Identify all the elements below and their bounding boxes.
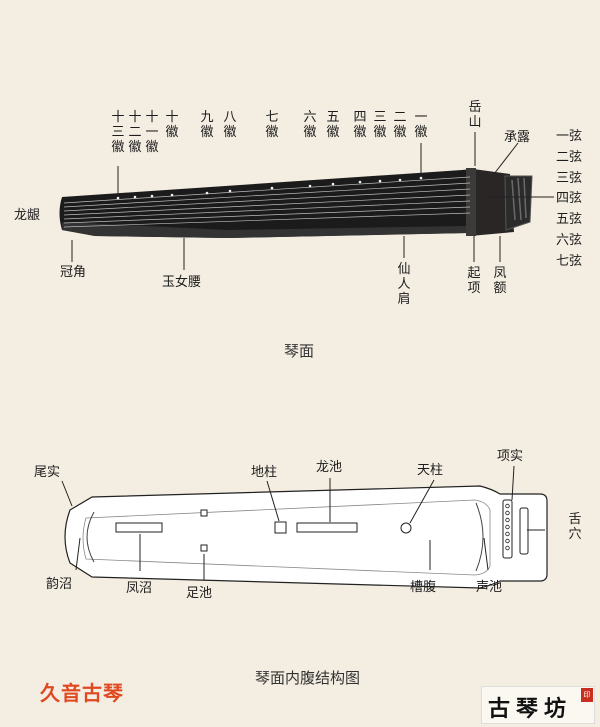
zuchi-label: 足池	[186, 586, 213, 601]
hui-label-6: 六徽	[303, 110, 317, 140]
top-caption: 琴面	[284, 342, 315, 360]
bottom-caption: 琴面内腹结构图	[255, 669, 361, 687]
string-label-2: 二弦	[556, 150, 583, 165]
qin-body-shade	[62, 222, 470, 238]
string-label-4: 四弦	[556, 191, 583, 206]
string-label-6: 六弦	[556, 233, 583, 248]
hui-label-3: 三徽	[373, 110, 387, 140]
string-label-1: 一弦	[556, 129, 583, 144]
tianzhu-label: 天柱	[417, 463, 444, 478]
hui-label-5: 五徽	[326, 110, 340, 140]
hui-label-9: 九徽	[200, 110, 214, 140]
hui-label-10: 十徽	[165, 110, 179, 140]
shengchi-label: 声池	[476, 580, 503, 595]
hui-label-1: 一徽	[414, 110, 428, 140]
guanjiao-label: 冠角	[60, 265, 87, 280]
caofu-label: 槽腹	[410, 580, 437, 595]
xiangshi-label: 项实	[497, 449, 524, 464]
hui-label-7: 七徽	[265, 110, 279, 140]
yueshan-label: 岳山	[468, 100, 482, 130]
hui-label-12: 十二徽	[128, 110, 142, 155]
xianrenjian-label: 仙人肩	[397, 262, 411, 307]
hui-label-11: 十一徽	[145, 110, 159, 155]
qixiang-label: 起项	[467, 266, 481, 296]
qin-head	[466, 168, 514, 236]
yunvyao-label: 玉女腰	[162, 275, 202, 290]
yunzhao-label: 韵沼	[46, 577, 73, 592]
stamp-text: 古琴坊	[488, 696, 573, 722]
longyin-label: 龙龈	[14, 208, 41, 223]
hui-label-2: 二徽	[393, 110, 407, 140]
yueshan-ridge	[466, 168, 476, 236]
brand-logo: 久音古琴	[40, 681, 124, 705]
dizhu-label: 地柱	[251, 465, 278, 480]
chenglu-label: 承露	[504, 130, 531, 145]
string-label-5: 五弦	[556, 212, 583, 227]
shexue-label: 舌穴	[568, 512, 582, 542]
hui-label-8: 八徽	[223, 110, 237, 140]
fengzhao-label: 凤沼	[126, 581, 153, 596]
seal-icon: 印	[581, 688, 593, 702]
feninge-label: 凤额	[493, 266, 507, 296]
qin-body	[59, 169, 480, 238]
string-label-3: 三弦	[556, 171, 583, 186]
watermark-stamp: 古琴坊 印	[481, 686, 595, 724]
longchi-label: 龙池	[316, 460, 343, 475]
hui-label-13: 十三徽	[111, 110, 125, 155]
string-label-7: 七弦	[556, 254, 583, 269]
weishi-label: 尾实	[34, 465, 61, 480]
hui-label-4: 四徽	[353, 110, 367, 140]
